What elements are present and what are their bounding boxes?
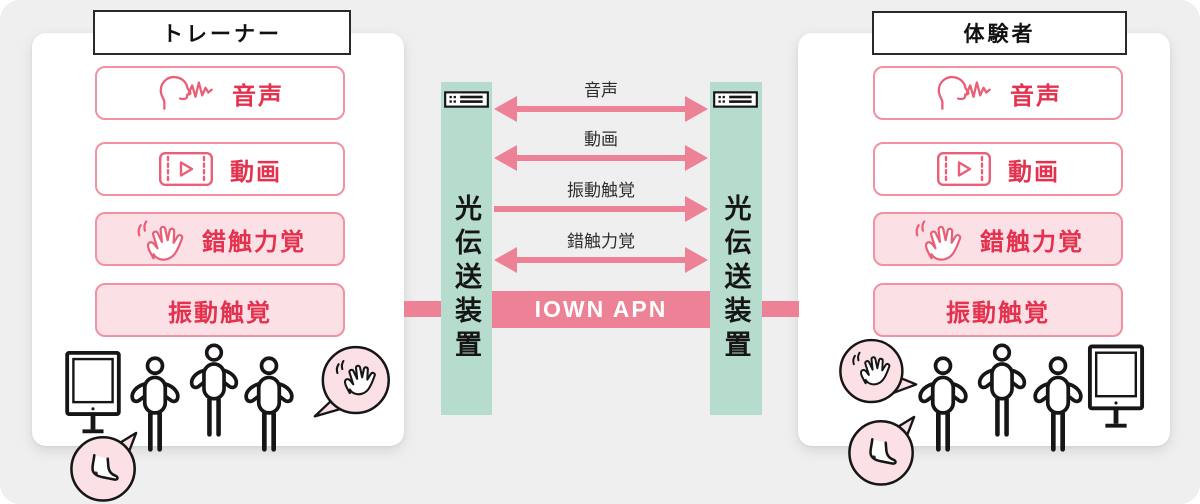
optical-transport-device-left: 光伝送装置 [441, 82, 492, 415]
optical-transport-device-right: 光伝送装置 [710, 82, 762, 415]
optical-device-label: 光伝送装置 [720, 193, 751, 364]
person-icon [1033, 356, 1083, 452]
arrowhead-right [685, 145, 708, 171]
stream-arrow-vibro-tactile [494, 196, 708, 222]
wave-hand-bubble-icon [839, 338, 918, 404]
stream-arrow-video [494, 145, 708, 171]
arrowhead-right [685, 196, 708, 222]
trainer-item-label: 動画 [230, 158, 282, 186]
trainer-item-label: 振動触覚 [168, 299, 272, 327]
stream-arrow-voice [494, 96, 708, 122]
stream-label-video: 動画 [584, 130, 618, 149]
person-icon [130, 356, 180, 452]
person-icon [189, 343, 239, 437]
optical-device-label: 光伝送装置 [451, 193, 481, 364]
stream-arrow-pseudo-haptics [494, 247, 708, 273]
trainer-item-video: 動画 [95, 142, 345, 196]
display-icon [65, 350, 121, 434]
experiencer-item-label: 音声 [1010, 82, 1062, 110]
experiencer-item-voice: 音声 [873, 66, 1123, 120]
experiencer-item-video: 動画 [873, 142, 1123, 196]
arrowhead-left [494, 247, 517, 273]
trainer-item-label: 音声 [232, 82, 284, 110]
experiencer-item-pseudo-haptics: 錯触力覚 [873, 212, 1123, 266]
experiencer-panel-title: 体験者 [872, 11, 1127, 55]
video-icon [159, 152, 213, 187]
foot-bubble-icon [848, 415, 916, 486]
stream-label-vibro-tactile: 振動触覚 [567, 181, 635, 200]
voice-icon [937, 75, 991, 110]
iown-apn-link-right [762, 301, 799, 317]
experiencer-item-label: 錯触力覚 [980, 228, 1084, 256]
display-icon [1087, 344, 1145, 428]
iown-apn-link-left [404, 301, 441, 317]
iown-apn-network-bar: IOWN APN [492, 291, 710, 328]
iown-apn-label: IOWN APN [534, 296, 668, 322]
stream-label-voice: 音声 [584, 81, 618, 100]
trainer-item-voice: 音声 [95, 66, 345, 120]
arrowhead-right [685, 96, 708, 122]
foot-bubble-icon [70, 431, 138, 502]
arrowhead-left [494, 145, 517, 171]
person-icon [977, 343, 1027, 437]
person-icon [918, 356, 968, 452]
wave-hand-bubble-icon [313, 345, 390, 418]
network-switch-icon [713, 91, 758, 108]
arrowhead-left [494, 96, 517, 122]
trainer-item-label: 錯触力覚 [202, 228, 306, 256]
hand-icon [915, 220, 962, 261]
hand-icon [137, 220, 184, 261]
trainer-title-text: トレーナー [162, 22, 282, 46]
voice-icon [159, 75, 213, 110]
experiencer-item-label: 動画 [1008, 158, 1060, 186]
stream-label-pseudo-haptics: 錯触力覚 [567, 232, 635, 251]
person-icon [244, 356, 294, 452]
experiencer-title-text: 体験者 [963, 23, 1036, 46]
experiencer-item-vibro-tactile: 振動触覚 [873, 283, 1123, 337]
video-icon [937, 152, 991, 187]
experiencer-item-label: 振動触覚 [946, 299, 1050, 327]
trainer-panel-title: トレーナー [93, 10, 351, 55]
network-switch-icon [444, 91, 489, 108]
trainer-item-vibro-tactile: 振動触覚 [95, 283, 345, 337]
arrowhead-right [685, 247, 708, 273]
trainer-item-pseudo-haptics: 錯触力覚 [95, 212, 345, 266]
